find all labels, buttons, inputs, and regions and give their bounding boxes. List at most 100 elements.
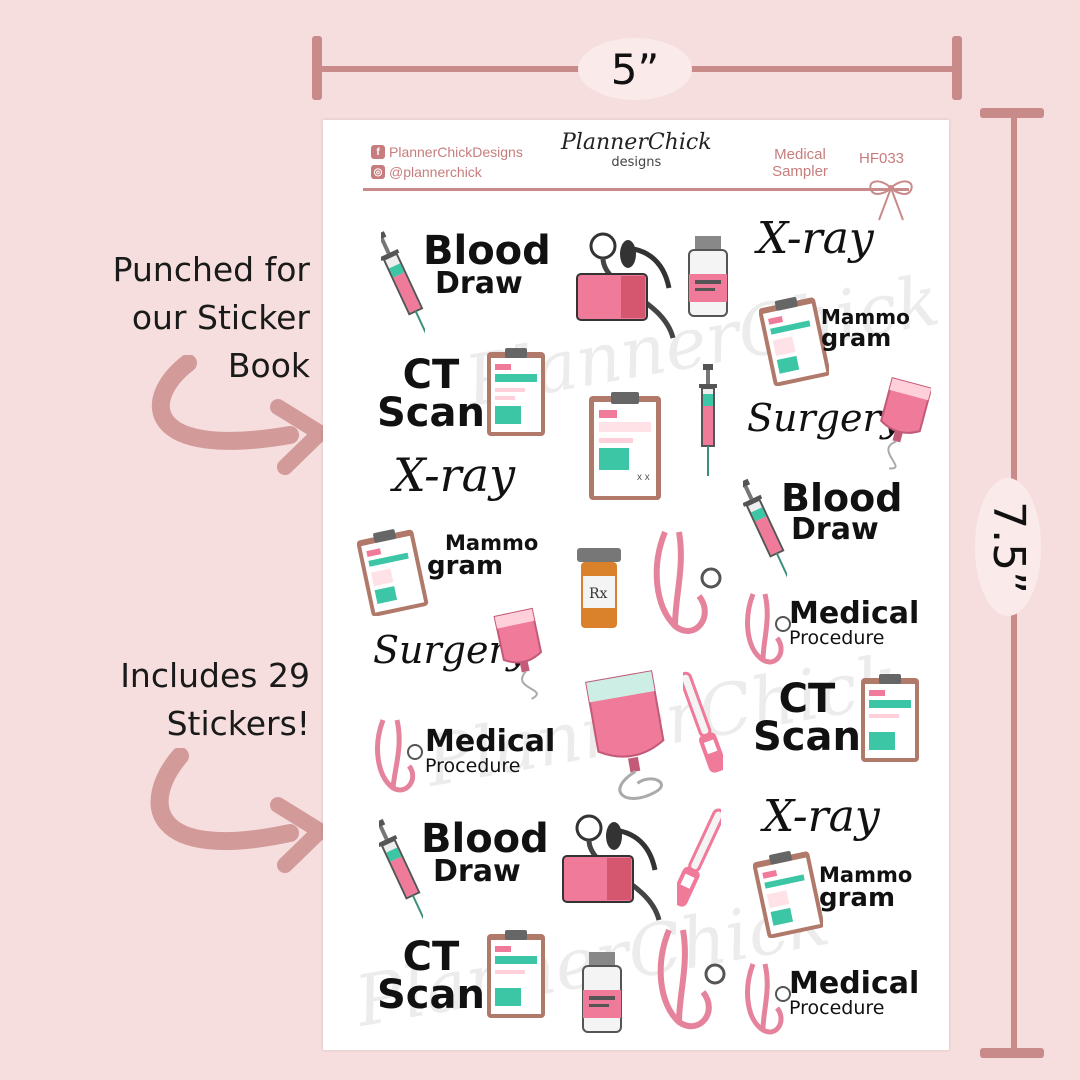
facebook-handle: f PlannerChickDesigns (371, 144, 523, 160)
stethoscope-icon (653, 530, 722, 634)
vial-icon (688, 236, 728, 317)
xray-label: X-ray (763, 791, 880, 842)
xray-label: X-ray (757, 213, 874, 264)
vial-icon (582, 952, 622, 1033)
brand-sub: designs (611, 155, 662, 170)
product-code: HF033 (859, 150, 905, 167)
scan-word: Scan (377, 972, 485, 1018)
draw-word: Draw (433, 854, 521, 889)
instagram-handle: ◎ @plannerchick (371, 164, 482, 180)
callout-includes-line2: Stickers! (166, 703, 310, 743)
callout-includes: Includes 29 Stickers! (30, 652, 310, 748)
ct-scan-label: CT Scan (377, 934, 485, 1018)
medical-procedure-label: Medical Procedure (789, 966, 920, 1019)
sheet-header: f PlannerChickDesigns ◎ @plannerchick Pl… (323, 120, 949, 221)
iv-bag-icon (493, 607, 543, 700)
gram-word: gram (819, 882, 896, 913)
syringe-icon (379, 818, 423, 922)
rx-label: Rx (589, 586, 608, 602)
callout-punched: Punched for our Sticker Book (30, 246, 310, 390)
ct-word: CT (402, 352, 460, 398)
header-divider (363, 188, 909, 191)
blood-pressure-cuff-icon (576, 232, 676, 339)
callout-punched-line3: Book (227, 345, 310, 385)
syringe-icon (699, 364, 717, 476)
sheet-title-line1: Medical (774, 146, 826, 163)
procedure-word: Procedure (425, 754, 521, 777)
callout-punched-line1: Punched for (112, 250, 310, 289)
mammogram-label: Mammo gram (819, 863, 913, 913)
stethoscope-icon (745, 593, 791, 665)
instagram-icon: ◎ (371, 165, 385, 179)
mammogram-label: Mammo gram (821, 305, 910, 352)
stethoscope-icon (375, 719, 423, 793)
ct-word: CT (778, 676, 836, 722)
facebook-icon: f (371, 145, 385, 159)
height-dimension-cap-bottom (980, 1048, 1044, 1058)
iv-bag-icon (880, 377, 931, 470)
medical-word: Medical (425, 724, 556, 759)
width-dimension-cap-left (312, 36, 322, 100)
clipboard-icon (759, 297, 829, 386)
mammogram-label: Mammo gram (427, 531, 539, 581)
ct-scan-label: CT Scan (377, 352, 485, 436)
sheet-title: Medical Sampler (755, 146, 845, 181)
clipboard-icon (487, 930, 545, 1018)
clipboard-icon (753, 850, 823, 938)
width-dimension-cap-right (952, 36, 962, 100)
clipboard-icon (487, 348, 545, 436)
blood-draw-label: Blood Draw (423, 228, 551, 301)
procedure-word: Procedure (789, 626, 885, 649)
clipboard-icon: x x (589, 392, 661, 500)
height-label: 7.5” (975, 478, 1041, 616)
clipboard-icon (357, 529, 429, 616)
sticker-sheet: PlannerChick PlannerChick PlannerChick f… (323, 120, 949, 1050)
medical-procedure-label: Medical Procedure (425, 724, 556, 777)
callout-punched-line2: our Sticker (131, 297, 310, 337)
syringe-icon (381, 231, 425, 337)
medical-word: Medical (789, 596, 920, 631)
draw-word: Draw (435, 266, 523, 301)
sheet-title-line2: Sampler (772, 163, 828, 181)
mammo-word: Mammo (819, 863, 913, 887)
brand-name: PlannerChick (561, 130, 712, 155)
blood-word: Blood (781, 476, 903, 520)
iv-bag-icon (585, 670, 665, 800)
brand-logo: PlannerChick designs (561, 130, 712, 170)
blood-draw-label: Blood Draw (421, 816, 549, 889)
facebook-text: PlannerChickDesigns (389, 144, 523, 160)
ct-scan-label: CT Scan (753, 676, 861, 760)
thermometer-icon (683, 671, 723, 773)
medical-procedure-label: Medical Procedure (789, 596, 920, 649)
stethoscope-icon (745, 963, 791, 1035)
blood-draw-label: Blood Draw (781, 476, 903, 548)
syringe-icon (743, 478, 787, 578)
medical-word: Medical (789, 966, 920, 1001)
height-label-text: 7.5” (982, 500, 1034, 594)
draw-word: Draw (791, 512, 879, 548)
arrow-icon (150, 748, 328, 873)
height-dimension-cap-top (980, 108, 1044, 118)
svg-text:x x: x x (637, 472, 650, 483)
mammo-word: Mammo (445, 531, 539, 555)
gram-word: gram (427, 550, 504, 581)
scan-word: Scan (377, 390, 485, 436)
arrow-icon (151, 355, 328, 475)
ct-word: CT (402, 934, 460, 980)
xray-label: X-ray (393, 448, 516, 502)
blood-word: Blood (421, 816, 549, 862)
scan-word: Scan (753, 714, 861, 760)
blood-word: Blood (423, 228, 551, 274)
pill-bottle-icon: Rx (577, 548, 621, 628)
width-label: 5” (578, 38, 692, 100)
mammo-word: Mammo (821, 305, 910, 329)
gram-word: gram (821, 324, 892, 352)
procedure-word: Procedure (789, 996, 885, 1019)
callout-includes-line1: Includes 29 (120, 656, 310, 695)
thermometer-icon (677, 808, 721, 907)
clipboard-icon (861, 674, 919, 762)
surgery-label: Surgery (747, 396, 903, 440)
blood-pressure-cuff-icon (562, 814, 662, 921)
instagram-text: @plannerchick (389, 164, 482, 180)
stethoscope-icon (657, 928, 726, 1030)
